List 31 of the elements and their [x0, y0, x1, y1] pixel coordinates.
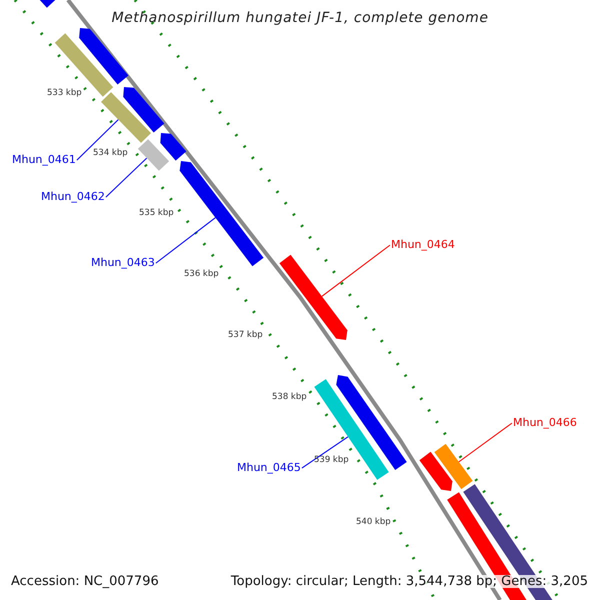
- title: Methanospirillum hungatei JF-1, complete genome: [110, 11, 490, 25]
- gene-label: Mhun_0461: [12, 154, 76, 165]
- tick-label: 540 kbp: [356, 518, 391, 526]
- gene-feature-bar: [79, 28, 128, 84]
- gene-feature-bar: [123, 87, 164, 132]
- gene-feature-bar: [434, 444, 473, 490]
- genome-info-text: Topology: circular; Length: 3,544,738 bp; Genes: 3,205: [228, 575, 590, 588]
- tick-label: 539 kbp: [314, 456, 349, 464]
- leader-line: [321, 244, 390, 297]
- leader-line: [76, 119, 119, 161]
- gene-feature-bar: [279, 254, 348, 340]
- gene-feature-bar: [101, 92, 151, 143]
- gene-feature-bar: [160, 133, 186, 161]
- gene-feature-bar: [180, 161, 264, 266]
- tick-label: 538 kbp: [272, 393, 307, 402]
- tick-label: 537 kbp: [228, 331, 263, 340]
- leader-line: [155, 217, 216, 264]
- gene-label: Mhun_0466: [513, 417, 577, 428]
- gene-label: Mhun_0462: [41, 191, 105, 202]
- gene-label: Mhun_0463: [91, 257, 155, 268]
- gene-feature-bar: [419, 452, 452, 491]
- tick-label: 533 kbp: [47, 89, 82, 98]
- gene-label: Mhun_0465: [237, 462, 301, 473]
- accession-text: Accession: NC_007796: [10, 575, 160, 588]
- leader-line: [301, 436, 348, 469]
- leader-line: [105, 158, 148, 198]
- gene-feature-bar: [138, 139, 170, 171]
- gene-label: Mhun_0464: [391, 239, 455, 250]
- gene-feature-bar: [314, 379, 389, 480]
- tick-label: 534 kbp: [93, 149, 128, 158]
- leader-line: [458, 422, 512, 462]
